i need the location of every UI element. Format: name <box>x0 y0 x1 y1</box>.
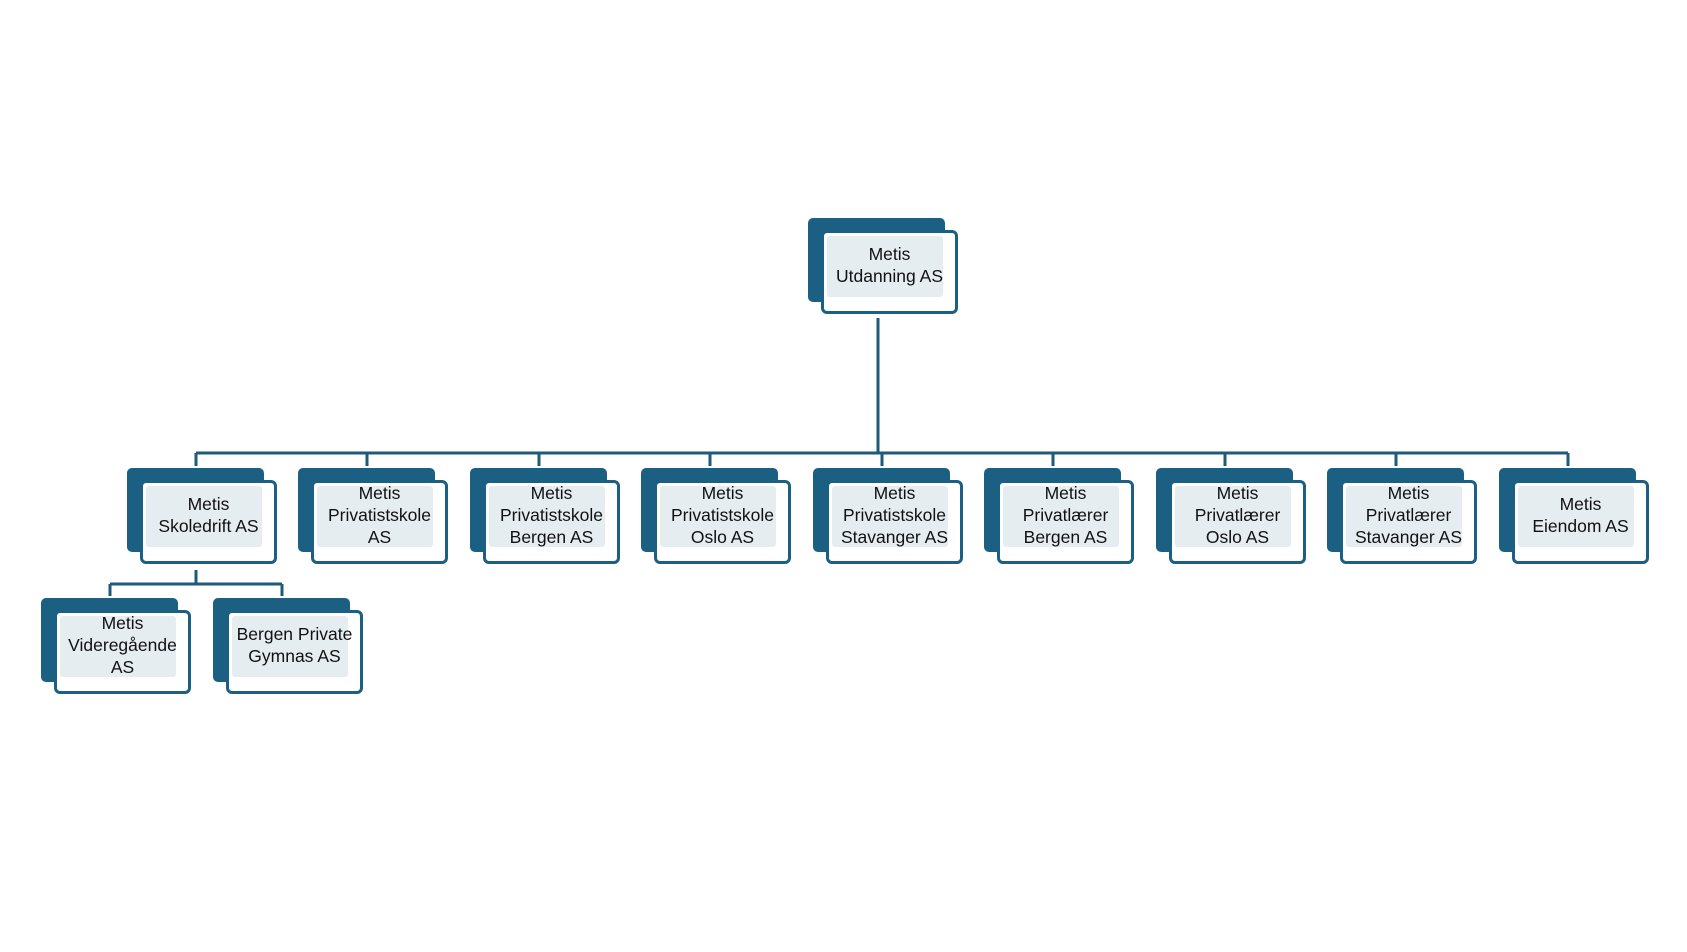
node-label: Metis Privatlærer Bergen AS <box>1022 483 1109 547</box>
node-label: Metis Privatistskole Oslo AS <box>670 483 775 547</box>
node-box <box>483 480 620 564</box>
org-node-metis-skoledrift: Metis Skoledrift AS <box>127 468 282 568</box>
node-label: Metis Eiendom AS <box>1532 494 1629 536</box>
node-box <box>226 610 363 694</box>
org-node-metis-privatistskole-stavanger: Metis Privatistskole Stavanger AS <box>813 468 968 568</box>
node-box <box>311 480 448 564</box>
node-box <box>1169 480 1306 564</box>
node-box <box>1340 480 1477 564</box>
node-box <box>654 480 791 564</box>
node-label: Metis Privatistskole AS <box>327 483 432 547</box>
org-node-bergen-private-gymnas: Bergen Private Gymnas AS <box>213 598 368 698</box>
node-box <box>821 230 958 314</box>
node-label: Bergen Private Gymnas AS <box>236 624 353 666</box>
org-node-metis-privatistskole: Metis Privatistskole AS <box>298 468 453 568</box>
node-label: Metis Privatistskole Stavanger AS <box>840 483 949 547</box>
org-node-metis-utdanning: Metis Utdanning AS <box>808 218 963 318</box>
org-node-metis-privatlaerer-bergen: Metis Privatlærer Bergen AS <box>984 468 1139 568</box>
node-label: Metis Privatistskole Bergen AS <box>499 483 604 547</box>
org-node-metis-privatistskole-bergen: Metis Privatistskole Bergen AS <box>470 468 625 568</box>
node-box <box>997 480 1134 564</box>
org-node-metis-privatlaerer-oslo: Metis Privatlærer Oslo AS <box>1156 468 1311 568</box>
org-node-metis-privatlaerer-stavanger: Metis Privatlærer Stavanger AS <box>1327 468 1482 568</box>
node-label: Metis Utdanning AS <box>835 244 944 286</box>
node-box <box>54 610 191 694</box>
org-node-metis-privatistskole-oslo: Metis Privatistskole Oslo AS <box>641 468 796 568</box>
node-box <box>1512 480 1649 564</box>
node-box <box>140 480 277 564</box>
node-label: Metis Privatlærer Oslo AS <box>1194 483 1281 547</box>
node-label: Metis Privatlærer Stavanger AS <box>1354 483 1463 547</box>
org-node-metis-videregaende: Metis Videregående AS <box>41 598 196 698</box>
node-label: Metis Skoledrift AS <box>158 494 259 536</box>
org-node-metis-eiendom: Metis Eiendom AS <box>1499 468 1654 568</box>
node-label: Metis Videregående AS <box>68 613 177 677</box>
node-box <box>826 480 963 564</box>
